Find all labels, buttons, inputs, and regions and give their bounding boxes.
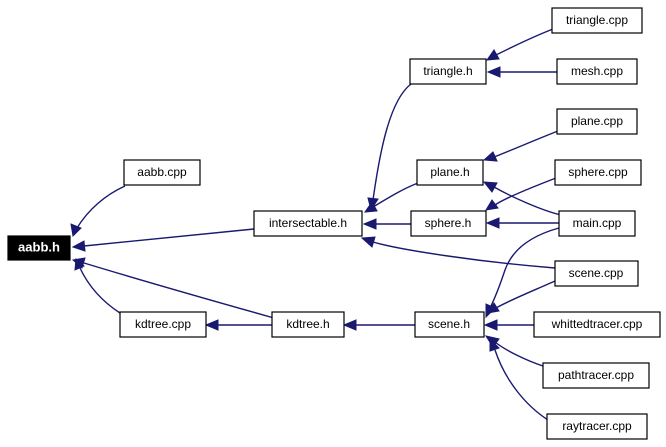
edge-raytracer-cpp-to-scene-h xyxy=(489,337,549,421)
node-plane-cpp[interactable]: plane.cpp xyxy=(556,108,638,135)
node-main-cpp-label: main.cpp xyxy=(573,216,622,230)
node-pathtracer-cpp-label: pathtracer.cpp xyxy=(558,368,634,382)
node-intersectable-h[interactable]: intersectable.h xyxy=(253,210,363,237)
node-triangle-h-label: triangle.h xyxy=(423,64,472,78)
edge-scene-cpp-to-scene-h xyxy=(485,280,556,314)
node-kdtree-cpp[interactable]: kdtree.cpp xyxy=(119,311,207,338)
node-triangle-cpp[interactable]: triangle.cpp xyxy=(551,7,643,34)
node-intersectable-h-label: intersectable.h xyxy=(269,216,347,230)
node-mesh-cpp[interactable]: mesh.cpp xyxy=(556,58,638,85)
edge-sphere-h-to-intersectable-h xyxy=(362,218,412,230)
node-raytracer-cpp[interactable]: raytracer.cpp xyxy=(546,413,648,440)
node-aabb-h-label: aabb.h xyxy=(18,239,60,254)
node-main-cpp[interactable]: main.cpp xyxy=(558,210,636,237)
node-sphere-h-label: sphere.h xyxy=(425,216,472,230)
node-triangle-cpp-label: triangle.cpp xyxy=(566,13,628,27)
node-mesh-cpp-label: mesh.cpp xyxy=(571,64,623,78)
node-aabb-cpp[interactable]: aabb.cpp xyxy=(123,159,201,186)
node-sphere-cpp[interactable]: sphere.cpp xyxy=(554,159,642,186)
edge-main-cpp-to-scene-h xyxy=(485,227,560,319)
edge-scene-h-to-kdtree-h xyxy=(342,319,415,331)
node-whittedtracer-cpp[interactable]: whittedtracer.cpp xyxy=(533,311,661,338)
node-pathtracer-cpp[interactable]: pathtracer.cpp xyxy=(542,362,650,389)
node-aabb-cpp-label: aabb.cpp xyxy=(137,165,187,179)
node-plane-cpp-label: plane.cpp xyxy=(571,114,623,128)
node-plane-h[interactable]: plane.h xyxy=(416,159,484,186)
edge-plane-h-to-intersectable-h xyxy=(363,182,419,213)
edge-whittedtracer-cpp-to-scene-h xyxy=(483,319,534,331)
edge-intersectable-h-to-aabb-h xyxy=(71,228,255,252)
edge-scene-cpp-to-intersectable-h xyxy=(360,236,556,269)
node-aabb-h[interactable]: aabb.h xyxy=(7,235,71,261)
node-sphere-cpp-label: sphere.cpp xyxy=(568,165,628,179)
node-whittedtracer-cpp-label: whittedtracer.cpp xyxy=(551,317,643,331)
edge-main-cpp-to-plane-h xyxy=(482,181,562,216)
node-scene-cpp-label: scene.cpp xyxy=(569,266,624,280)
node-kdtree-cpp-label: kdtree.cpp xyxy=(135,317,191,331)
edge-mesh-cpp-to-triangle-h xyxy=(486,66,557,78)
edge-kdtree-h-to-kdtree-cpp xyxy=(204,319,272,331)
node-plane-h-label: plane.h xyxy=(430,165,469,179)
node-kdtree-h[interactable]: kdtree.h xyxy=(271,311,345,338)
edge-kdtree-h-to-aabb-h xyxy=(71,257,275,319)
node-scene-h-label: scene.h xyxy=(428,317,470,331)
node-triangle-h[interactable]: triangle.h xyxy=(409,58,487,85)
edge-triangle-h-to-intersectable-h xyxy=(367,83,412,212)
edge-aabb-cpp-to-aabb-h xyxy=(70,185,126,238)
node-kdtree-h-label: kdtree.h xyxy=(286,317,329,331)
edge-pathtracer-cpp-to-scene-h xyxy=(484,335,544,367)
node-sphere-h[interactable]: sphere.h xyxy=(410,210,487,237)
edge-main-cpp-to-sphere-h xyxy=(485,217,559,229)
edge-triangle-cpp-to-triangle-h xyxy=(485,28,554,61)
node-scene-cpp[interactable]: scene.cpp xyxy=(554,260,639,287)
node-scene-h[interactable]: scene.h xyxy=(414,311,485,338)
node-raytracer-cpp-label: raytracer.cpp xyxy=(562,419,632,433)
edge-sphere-cpp-to-sphere-h xyxy=(485,177,557,211)
edge-plane-cpp-to-plane-h xyxy=(482,130,559,162)
